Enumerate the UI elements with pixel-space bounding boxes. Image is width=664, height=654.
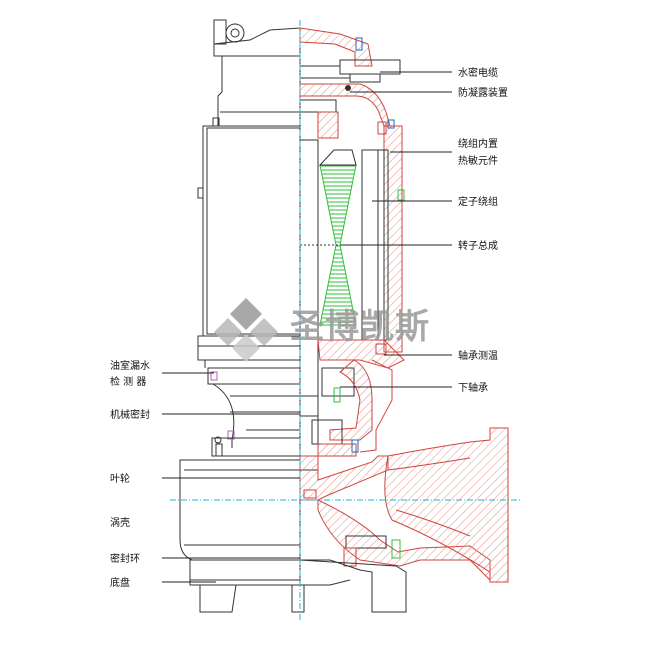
- label-left-1: 检 测 器: [110, 375, 146, 388]
- watermark-logo-icon: [214, 298, 278, 362]
- label-right-2: 绕组内置: [458, 137, 498, 150]
- label-left-4: 涡壳: [110, 516, 130, 529]
- lifting-eye: [225, 23, 245, 43]
- label-left-6: 底盘: [110, 576, 130, 589]
- label-left-5: 密封环: [110, 552, 140, 565]
- lower-bearing-housing: [317, 339, 405, 369]
- top-cover: [213, 27, 301, 57]
- upper-housing-section: [299, 83, 391, 127]
- label-right-5: 转子总成: [458, 239, 498, 252]
- base-exterior: [189, 559, 301, 586]
- label-right-4: 定子绕组: [458, 195, 498, 208]
- watermark-text: 圣博凯斯: [290, 307, 430, 347]
- label-left-0: 油室漏水: [110, 359, 150, 372]
- oil-chamber: [207, 367, 301, 385]
- section-view: [299, 27, 509, 613]
- label-left-2: 机械密封: [110, 408, 150, 421]
- label-left-3: 叶轮: [110, 472, 130, 485]
- cable-entry: [300, 37, 401, 83]
- top-cover-section: [299, 27, 373, 67]
- label-right-6: 轴承测温: [458, 349, 498, 362]
- junction-housing: [217, 55, 301, 127]
- leader-lines: [162, 71, 452, 583]
- oil-chamber-section: [329, 359, 373, 441]
- label-right-0: 水密电缆: [458, 66, 498, 79]
- impeller: [299, 455, 389, 501]
- label-right-1: 防凝露装置: [458, 86, 508, 99]
- label-right-3: 热敏元件: [458, 154, 498, 167]
- watermark: 圣博凯斯: [214, 298, 430, 362]
- base-section: [299, 559, 407, 613]
- seal-ring: [343, 547, 357, 567]
- lifting-lug: [213, 19, 227, 45]
- label-right-7: 下轴承: [458, 381, 488, 394]
